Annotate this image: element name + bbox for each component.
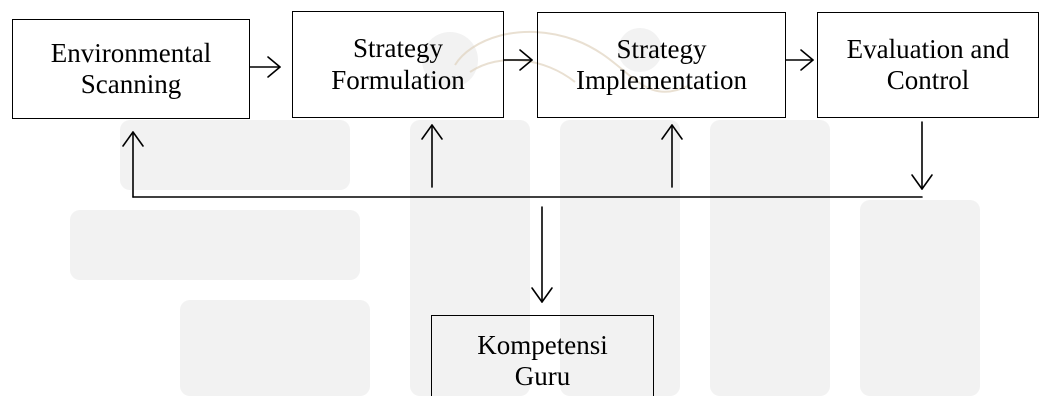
kompetensi-guru-box: Kompetensi Guru	[431, 315, 654, 396]
environmental-scanning-label-line1: Environmental	[50, 37, 212, 68]
strategy-implementation-box: Strategy Implementation	[537, 12, 786, 118]
evaluation-and-control-label-line2: Control	[886, 65, 970, 95]
kompetensi-guru-label-line2: Guru	[514, 360, 571, 391]
evaluation-and-control-label-line1: Evaluation and	[846, 33, 1010, 64]
evaluation-and-control-box: Evaluation and Control	[817, 12, 1039, 118]
strategy-implementation-label-line2: Implementation	[576, 65, 747, 95]
strategy-formulation-box: Strategy Formulation	[292, 11, 504, 118]
strategy-formulation-label-line2: Formulation	[331, 64, 465, 95]
strategy-formulation-label-line1: Strategy	[353, 33, 443, 64]
strategy-implementation-label-line1: Strategy	[616, 33, 707, 64]
environmental-scanning-label-line2: Scanning	[80, 69, 182, 99]
kompetensi-guru-label-line1: Kompetensi	[477, 329, 608, 360]
environmental-scanning-box: Environmental Scanning	[12, 19, 250, 119]
